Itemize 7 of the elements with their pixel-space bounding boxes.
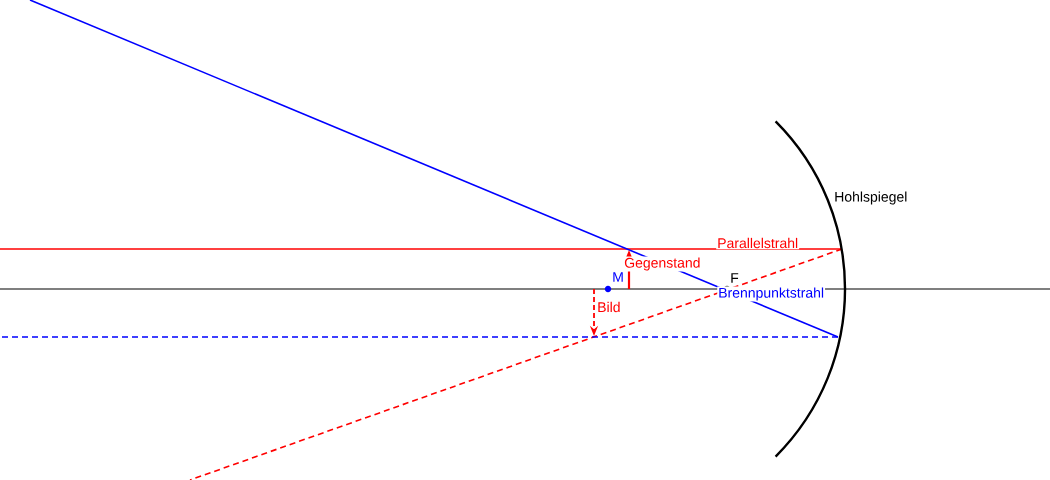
point-label: F [729, 272, 740, 284]
image-label: Bild [596, 300, 622, 314]
ray-label: Brennpunktstrahl [717, 286, 826, 302]
point-label: M [611, 271, 625, 283]
ray-label: Parallelstrahl [716, 236, 800, 250]
object-label: Gegenstand [623, 256, 702, 272]
mirror-label: Hohlspiegel [833, 190, 909, 206]
